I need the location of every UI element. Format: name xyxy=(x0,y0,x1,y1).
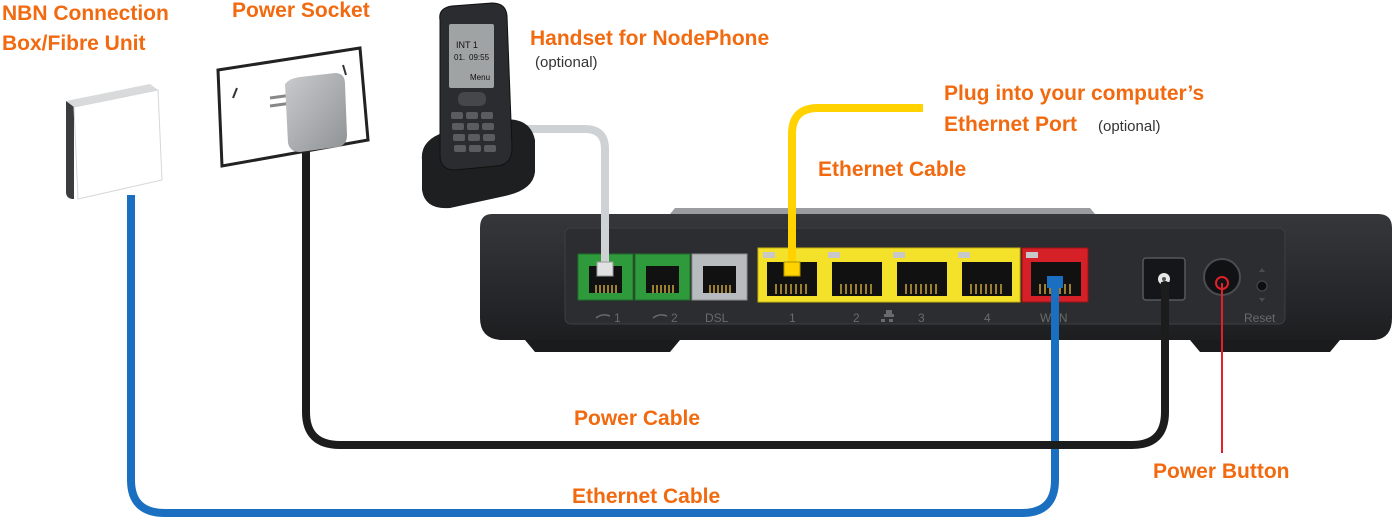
ethernet-cable-lan xyxy=(788,104,923,268)
port-label-phone1: 1 xyxy=(614,311,621,325)
computer-note: (optional) xyxy=(1098,118,1161,135)
phone-cable xyxy=(520,125,609,268)
router: 1 2 DSL 1 2 3 4 WAN Reset xyxy=(480,208,1392,352)
port-label-lan3: 3 xyxy=(918,311,925,325)
port-label-reset: Reset xyxy=(1244,311,1276,325)
power-socket xyxy=(216,46,370,168)
wan-plug xyxy=(1047,276,1063,288)
keypad xyxy=(451,112,496,152)
nbn-label-line2: Box/Fibre Unit xyxy=(2,32,146,55)
port-label-lan4: 4 xyxy=(984,311,991,325)
power-button-pointer-ring xyxy=(1215,276,1229,290)
power-socket-label: Power Socket xyxy=(232,0,370,22)
port-label-phone2: 2 xyxy=(671,311,678,325)
reset-button[interactable] xyxy=(1256,268,1268,302)
power-cable-label: Power Cable xyxy=(574,407,700,430)
cordless-handset: INT 1 01. 09:55 Menu xyxy=(421,2,535,209)
handset-note: (optional) xyxy=(535,54,598,71)
dsl-port[interactable] xyxy=(691,253,748,301)
screen-line-2: 01. xyxy=(454,53,465,62)
lan-plug xyxy=(783,261,801,277)
port-label-lan2: 2 xyxy=(853,311,860,325)
lan-port-4[interactable] xyxy=(958,252,1012,296)
network-icon xyxy=(881,310,894,322)
lan-port-3[interactable] xyxy=(893,252,947,296)
handset-label: Handset for NodePhone xyxy=(530,27,769,50)
ethernet-cable-bottom-label: Ethernet Cable xyxy=(572,485,720,508)
power-cable xyxy=(302,150,1169,449)
handset-screen xyxy=(449,24,494,88)
nav-key xyxy=(458,92,486,106)
screen-line-1: INT 1 xyxy=(456,40,478,50)
power-button-label: Power Button xyxy=(1153,460,1290,483)
phone-plug xyxy=(596,261,614,277)
port-label-dsl: DSL xyxy=(705,311,729,325)
port-label-lan1: 1 xyxy=(789,311,796,325)
computer-label-line2: Ethernet Port xyxy=(944,113,1077,136)
nbn-label-line1: NBN Connection xyxy=(2,2,169,25)
computer-label-line1: Plug into your computer’s xyxy=(944,82,1204,105)
power-jack[interactable] xyxy=(1142,257,1186,301)
ethernet-cable-top-label: Ethernet Cable xyxy=(818,158,966,181)
power-adapter xyxy=(285,73,347,152)
nbn-connection-box xyxy=(66,84,163,200)
ethernet-cable-wan xyxy=(127,195,1059,517)
lan-port-2[interactable] xyxy=(828,252,882,296)
power-plug xyxy=(1160,281,1170,291)
screen-line-3: 09:55 xyxy=(469,53,490,62)
phone-icon xyxy=(595,314,668,319)
phone-port-2[interactable] xyxy=(634,253,691,301)
screen-softkey: Menu xyxy=(470,73,490,82)
